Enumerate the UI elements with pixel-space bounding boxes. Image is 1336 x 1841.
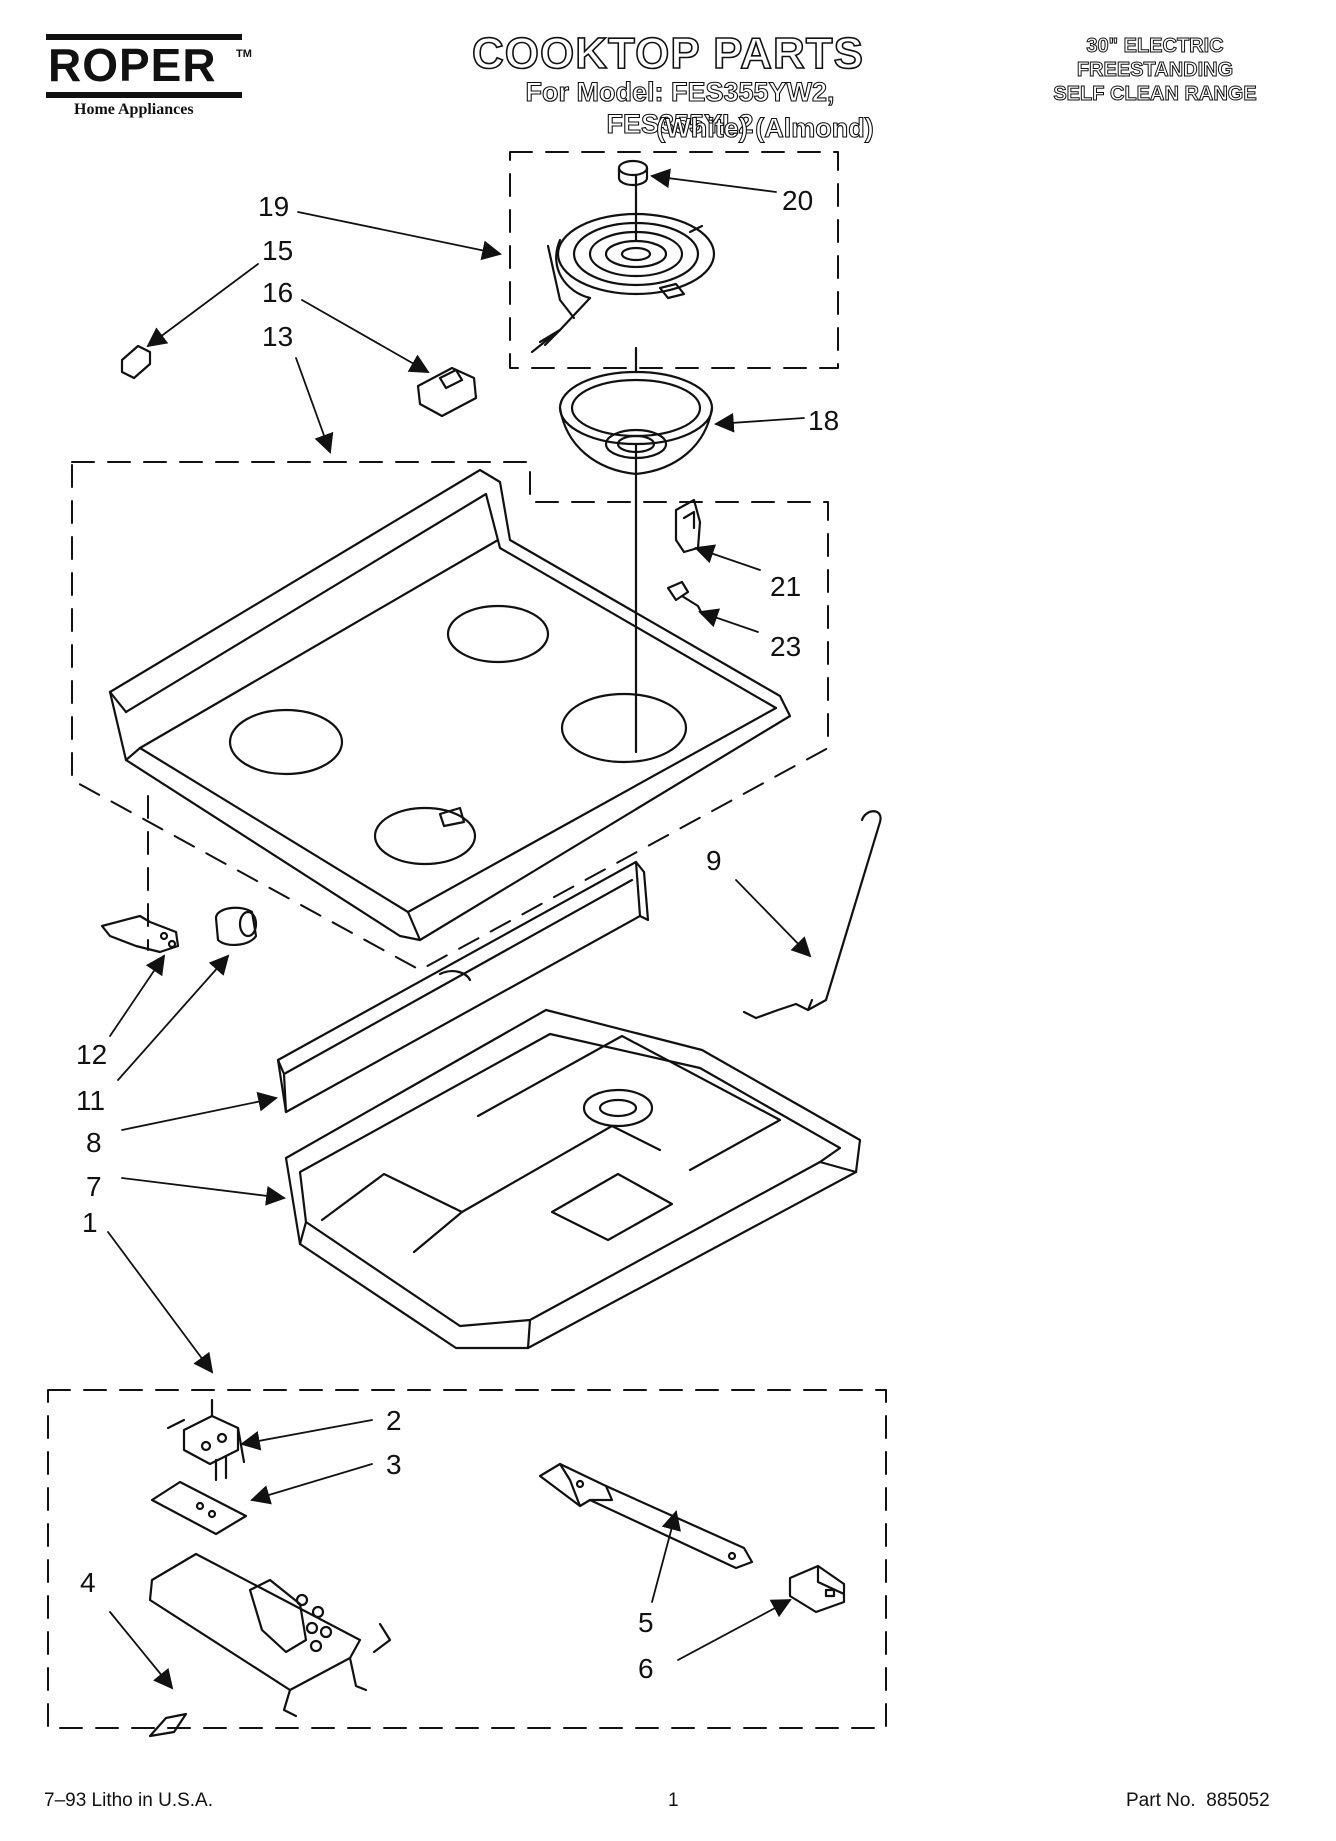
assembly-group-boxes <box>47 151 887 1729</box>
callout-19: 19 <box>258 191 290 222</box>
leader-18 <box>714 412 805 433</box>
callout-13: 13 <box>262 321 294 352</box>
leader-15 <box>146 263 259 348</box>
brand-subtitle: Home Appliances <box>74 101 194 118</box>
leader-12 <box>109 954 166 1037</box>
callout-9: 9 <box>706 845 722 876</box>
burner-box-parts <box>148 1398 846 1738</box>
leader-6 <box>677 1599 792 1661</box>
leader-23 <box>698 608 759 633</box>
leader-21 <box>694 544 761 571</box>
footer-page-number: 1 <box>668 1790 679 1811</box>
callout-11: 11 <box>76 1085 106 1116</box>
leader-7 <box>121 1177 286 1206</box>
brand-trademark: TM <box>236 48 252 60</box>
callout-7: 7 <box>86 1171 102 1202</box>
color-line: (White) (Almond) <box>656 112 875 143</box>
leader-19 <box>297 211 502 261</box>
leader-16 <box>301 299 430 373</box>
leader-11 <box>117 954 230 1081</box>
product-desc-line-3: SELF CLEAN RANGE <box>1053 83 1257 106</box>
page-title: COOKTOP PARTS <box>471 29 864 79</box>
product-desc-line-2: FREESTANDING <box>1076 59 1234 82</box>
burner-box <box>284 1008 862 1350</box>
leader-1 <box>107 1231 214 1374</box>
support-rod <box>742 810 882 1020</box>
leader-4 <box>109 1611 174 1690</box>
leader-13 <box>295 357 334 454</box>
callout-2: 2 <box>386 1405 402 1436</box>
callout-12: 12 <box>76 1039 108 1070</box>
callout-1: 1 <box>82 1207 98 1238</box>
leader-20 <box>650 168 777 193</box>
callout-5: 5 <box>638 1607 654 1638</box>
callout-21: 21 <box>770 571 802 602</box>
callout-8: 8 <box>86 1127 102 1158</box>
element-group-box <box>509 151 839 369</box>
footer-part-number: Part No. 885052 <box>1126 1790 1270 1811</box>
callout-3: 3 <box>386 1449 402 1480</box>
model-line: For Model: FES355YW2, FES355YL2 <box>525 76 835 139</box>
leader-2 <box>240 1419 373 1451</box>
leader-8 <box>121 1091 278 1131</box>
brand-logo <box>46 34 242 100</box>
callout-15: 15 <box>262 235 294 266</box>
callout-6: 6 <box>638 1653 654 1684</box>
leader-lines <box>107 168 812 1690</box>
drip-bowl <box>558 346 714 754</box>
burner-box-group <box>47 1389 887 1729</box>
cooktop-group-box <box>71 461 829 971</box>
logo-bars <box>46 34 242 98</box>
leader-5 <box>651 1510 681 1603</box>
callout-18: 18 <box>808 405 840 436</box>
leader-9 <box>735 879 812 958</box>
surface-element <box>530 159 716 354</box>
leader-3 <box>250 1463 373 1505</box>
footer-litho: 7–93 Litho in U.S.A. <box>44 1790 213 1811</box>
product-desc-line-1: 30" ELECTRIC <box>1086 35 1224 58</box>
callout-20: 20 <box>782 185 814 216</box>
callout-4: 4 <box>80 1567 96 1598</box>
callout-23: 23 <box>770 631 802 662</box>
cooktop-panel <box>108 468 792 942</box>
front-trim <box>276 860 650 1114</box>
brand-name: ROPER <box>48 39 217 91</box>
callout-16: 16 <box>262 277 294 308</box>
